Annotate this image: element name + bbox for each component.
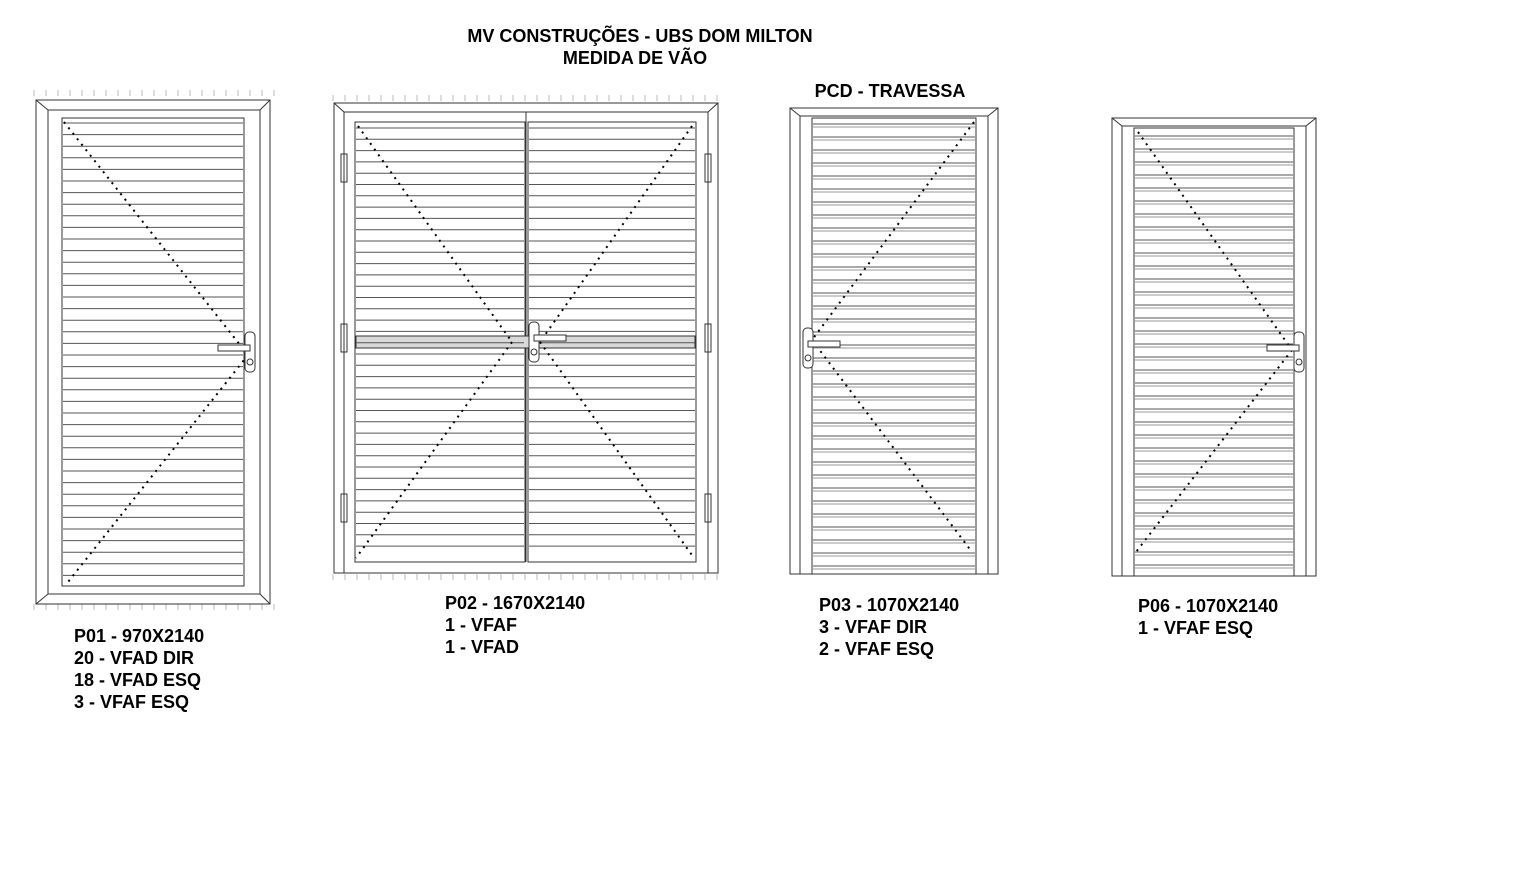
door-p01-line-0: P01 - 970X2140: [74, 626, 205, 646]
door-p03-drawing: [789, 107, 999, 575]
p01-frame-corner: [259, 593, 271, 605]
p01-frame-corner: [35, 593, 49, 605]
p02-handle-lever: [533, 334, 567, 342]
door-p03-line-2: 2 - VFAF ESQ: [819, 639, 935, 659]
p02-hinge: [340, 493, 348, 523]
p01-frame-corner: [259, 99, 271, 111]
door-p03-line-0: P03 - 1070X2140: [819, 595, 960, 615]
p02-swing-right-upper: [539, 125, 693, 343]
p06-frame-corner: [1305, 117, 1317, 127]
p02-frame-corner: [707, 102, 719, 113]
p02-travessa: [355, 335, 696, 349]
p01-swing-line-upper: [63, 121, 249, 356]
p02-swing-left-lower: [355, 341, 513, 559]
door-p03-line-1: 3 - VFAF DIR: [819, 617, 928, 637]
p06-frame-corner: [1111, 117, 1123, 127]
p02-hinge: [340, 153, 348, 183]
p03-handle-plate: [802, 327, 814, 369]
p02-hinge: [340, 323, 348, 353]
p06-leaf: [1133, 127, 1295, 577]
p02-keyhole: [530, 348, 538, 356]
p02-hinge: [704, 493, 712, 523]
p06-swing-line-lower: [1135, 349, 1293, 553]
door-p01-line-2: 18 - VFAD ESQ: [74, 670, 202, 690]
p03-frame-corner: [987, 107, 999, 117]
door-p02-label: P02 - 1670X2140 1 - VFAF 1 - VFAD: [445, 592, 585, 658]
p01-frame-corner: [35, 99, 49, 111]
p01-swing-line-lower: [67, 354, 249, 583]
p02-hinge: [704, 323, 712, 353]
door-p06-line-1: 1 - VFAF ESQ: [1138, 618, 1254, 638]
p06-swing-line-upper: [1137, 131, 1293, 351]
door-p01-line-1: 20 - VFAD DIR: [74, 648, 195, 668]
p02-frame-corner: [333, 102, 345, 113]
p02-handle-plate: [528, 321, 540, 363]
pcd-travessa-note: PCD - TRAVESSA: [814, 81, 966, 101]
p01-handle-plate: [244, 331, 256, 373]
door-p03-label: P03 - 1070X2140 3 - VFAF DIR 2 - VFAF ES…: [819, 594, 959, 660]
door-p06-drawing: [1111, 117, 1317, 577]
drawing-subtitle: MEDIDA DE VÃO: [562, 48, 708, 68]
p03-handle-lever: [807, 340, 841, 348]
p06-handle-plate: [1293, 331, 1305, 373]
door-p02-line-0: P02 - 1670X2140: [445, 593, 586, 613]
door-p01-label: P01 - 970X2140 20 - VFAD DIR 18 - VFAD E…: [74, 625, 204, 713]
door-p06-line-0: P06 - 1070X2140: [1138, 596, 1279, 616]
door-p02-line-2: 1 - VFAD: [445, 637, 520, 657]
p01-handle-lever: [217, 344, 251, 352]
p03-frame-corner: [789, 107, 801, 117]
door-p01-line-3: 3 - VFAF ESQ: [74, 692, 190, 712]
p01-keyhole: [246, 358, 254, 366]
door-p02-drawing: [332, 95, 719, 580]
drawing-title: MV CONSTRUÇÕES - UBS DOM MILTON: [467, 26, 813, 46]
p01-inner-frame: [47, 109, 261, 595]
p02-swing-left-upper: [357, 125, 513, 343]
p06-handle-lever: [1266, 344, 1300, 352]
p01-leaf: [61, 117, 245, 587]
p03-swing-line-lower: [811, 339, 973, 553]
door-p02-line-1: 1 - VFAF: [445, 615, 518, 635]
p01-outer-frame: [35, 99, 271, 605]
p02-swing-right-lower: [539, 341, 695, 559]
door-p06-label: P06 - 1070X2140 1 - VFAF ESQ: [1138, 595, 1278, 639]
p06-keyhole: [1295, 358, 1303, 366]
door-p01-drawing: [33, 90, 275, 610]
p03-keyhole: [804, 354, 812, 362]
p02-hinge: [704, 153, 712, 183]
